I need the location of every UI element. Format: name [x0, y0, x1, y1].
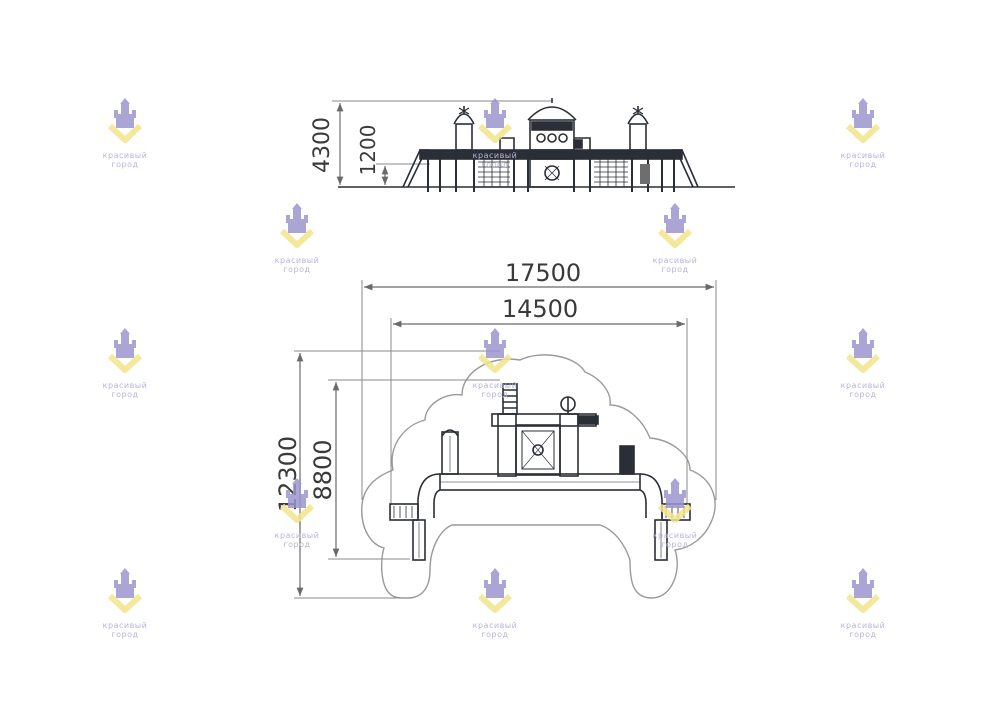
elevation-view: 4300 1200	[310, 98, 735, 192]
watermark-line2: город	[111, 160, 139, 169]
watermark-line2: город	[849, 390, 877, 399]
watermark-line1: красивый	[472, 151, 518, 160]
watermark-line2: город	[849, 630, 877, 639]
elevation-structure	[402, 98, 699, 192]
plan-structure	[389, 383, 691, 561]
watermark-line2: город	[849, 160, 877, 169]
watermark-line1: красивый	[840, 381, 886, 390]
watermark-line1: красивый	[102, 151, 148, 160]
watermark-line2: город	[481, 160, 509, 169]
watermark-line2: город	[111, 390, 139, 399]
dim-label-1200: 1200	[356, 125, 380, 176]
castle-logo-icon	[657, 478, 693, 523]
watermark-line2: город	[661, 540, 689, 549]
castle-logo-icon	[279, 478, 315, 523]
watermark-line2: город	[481, 390, 509, 399]
castle-logo-icon	[845, 568, 881, 613]
watermark-line1: красивый	[652, 256, 698, 265]
dim-label-17500: 17500	[505, 259, 581, 287]
dim-label-8800: 8800	[309, 439, 337, 500]
castle-logo-icon	[845, 328, 881, 373]
watermark-line1: красивый	[472, 621, 518, 630]
watermark-line1: красивый	[840, 621, 886, 630]
castle-logo-icon	[107, 98, 143, 143]
dim-label-4300: 4300	[310, 117, 335, 173]
watermark-line2: город	[111, 630, 139, 639]
castle-logo-icon	[845, 98, 881, 143]
watermark-line1: красивый	[274, 256, 320, 265]
castle-logo-icon	[279, 203, 315, 248]
castle-logo-icon	[477, 328, 513, 373]
watermark-line1: красивый	[102, 381, 148, 390]
watermark-line2: город	[283, 540, 311, 549]
castle-logo-icon	[657, 203, 693, 248]
watermark-line2: город	[661, 265, 689, 274]
castle-logo-icon	[107, 568, 143, 613]
watermark-line1: красивый	[840, 151, 886, 160]
watermark-line2: город	[481, 630, 509, 639]
castle-logo-icon	[107, 328, 143, 373]
watermark-line1: красивый	[274, 531, 320, 540]
castle-logo-icon	[477, 568, 513, 613]
safety-zone-outline	[361, 354, 716, 599]
watermark-line2: город	[283, 265, 311, 274]
watermark-line1: красивый	[472, 381, 518, 390]
watermark-line1: красивый	[102, 621, 148, 630]
castle-logo-icon	[477, 98, 513, 143]
watermarks	[107, 98, 881, 613]
dim-label-14500: 14500	[502, 295, 578, 323]
watermark-line1: красивый	[652, 531, 698, 540]
